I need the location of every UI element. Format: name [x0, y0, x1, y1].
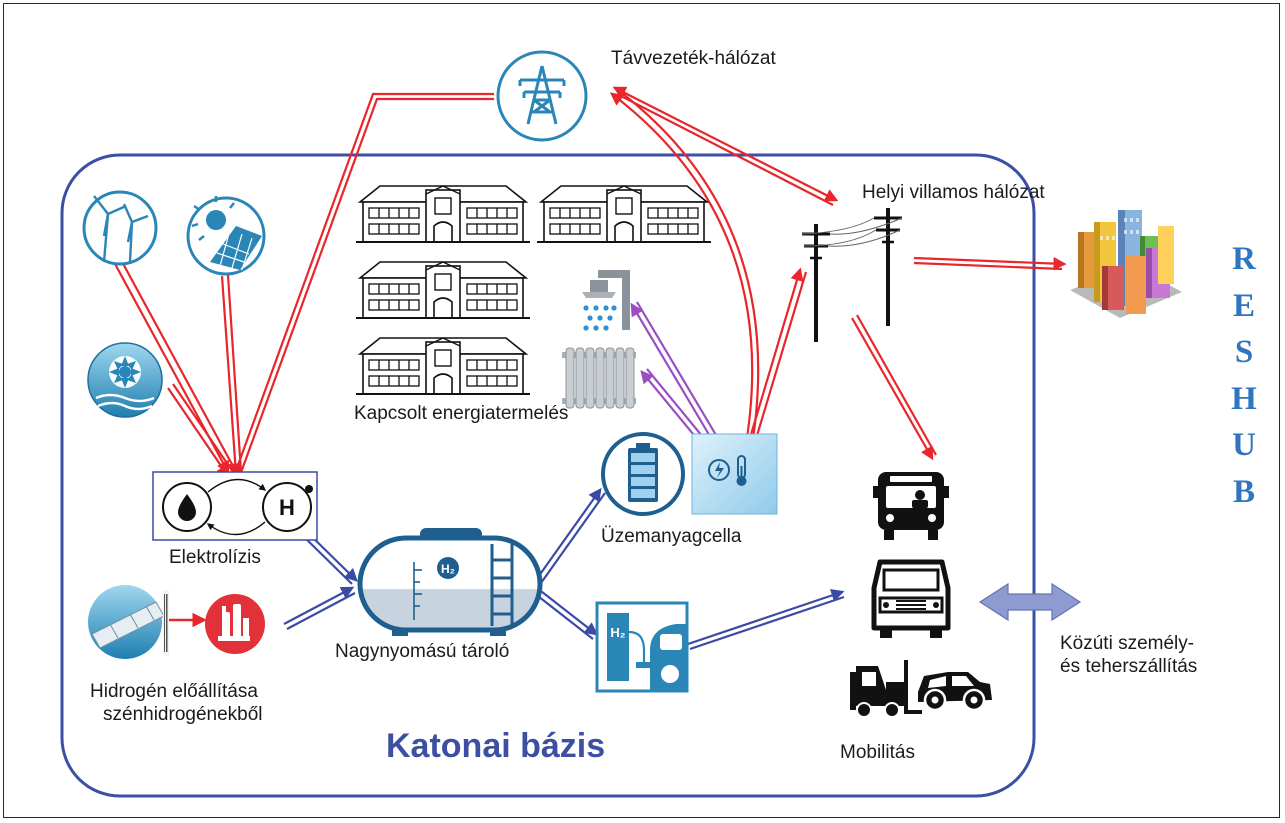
radiator-icon [562, 347, 636, 409]
building-icon [536, 185, 712, 243]
arrow-transmission-to-electrolysis [231, 92, 494, 479]
arrow-hydro-to-electrolysis [167, 387, 230, 479]
transmission-tower-icon [496, 50, 588, 142]
building-icon [355, 337, 531, 395]
outer-frame [3, 3, 1280, 818]
label-local-grid: Helyi villamos hálózat [862, 182, 1045, 203]
building-icon [355, 261, 531, 319]
label-transport-line2: és teherszállítás [1060, 656, 1198, 677]
label-military-base: Katonai bázis [386, 727, 606, 765]
reshub-letter: B [1232, 473, 1255, 510]
base-boundary [60, 153, 1036, 798]
label-transport-line1: Közúti személy- [1060, 633, 1195, 654]
tank-h2-label: H₂ [441, 562, 455, 576]
pipeline-icon [88, 585, 169, 659]
label-hydrocarbon-line2: szénhidrogénekből [103, 704, 263, 725]
city-icon [1070, 210, 1182, 318]
truck-icon [871, 559, 951, 638]
refinery-icon [205, 594, 265, 654]
label-chp: Kapcsolt energiatermelés [354, 403, 569, 424]
arrow-local-grid-to-mobility [851, 317, 934, 461]
arrow-station-to-mobility [687, 589, 845, 646]
bus-icon [873, 472, 949, 540]
hydrogen-tank-icon: H₂ [357, 528, 543, 636]
power-pole-icon [800, 222, 832, 344]
power-pole-icon [872, 206, 904, 328]
fuel-cell-heat-icon [691, 433, 778, 515]
reshub-letter: H [1231, 380, 1257, 417]
electrolysis-h-symbol: H [279, 495, 295, 520]
wind-turbine-icon [82, 190, 158, 266]
hydrogen-station-icon: H₂ [595, 601, 689, 693]
station-h2-label: H₂ [610, 625, 625, 640]
arrow-refinery-to-storage [283, 586, 355, 625]
building-icon [355, 185, 531, 243]
reshub-letter: S [1234, 334, 1254, 370]
car-icon [918, 672, 992, 712]
power-lines [801, 217, 903, 247]
label-storage: Nagynyomású tároló [335, 641, 510, 662]
bidirectional-arrow-icon [978, 582, 1082, 622]
electrolysis-cell-icon: H [152, 471, 318, 541]
label-fuel-cell: Üzemanyagcella [601, 526, 742, 547]
label-electrolysis: Elektrolízis [169, 547, 261, 568]
label-transmission-network: Távvezeték-hálózat [611, 48, 776, 69]
label-hydrocarbon-line1: Hidrogén előállítása [90, 681, 258, 702]
hydro-turbine-icon [87, 342, 163, 418]
electric-arrows [113, 86, 1067, 628]
reshub-letter: R [1232, 241, 1256, 277]
label-mobility: Mobilitás [840, 742, 915, 763]
solar-panel-icon [186, 196, 266, 276]
reshub-letter: E [1232, 287, 1255, 324]
forklift-icon [850, 660, 922, 718]
reshub-letter: U [1232, 427, 1256, 463]
arrow-local-grid-to-city [913, 256, 1067, 271]
arrow-storage-to-fuelcell [535, 487, 602, 581]
arrow-transmission-local-grid [612, 86, 839, 202]
shower-icon [582, 270, 630, 331]
arrow-storage-to-station [536, 587, 599, 636]
battery-icon [601, 432, 685, 516]
reshub-vertical-title: R E S H U B [1226, 236, 1262, 515]
arrow-solar-to-electrolysis [220, 275, 242, 477]
